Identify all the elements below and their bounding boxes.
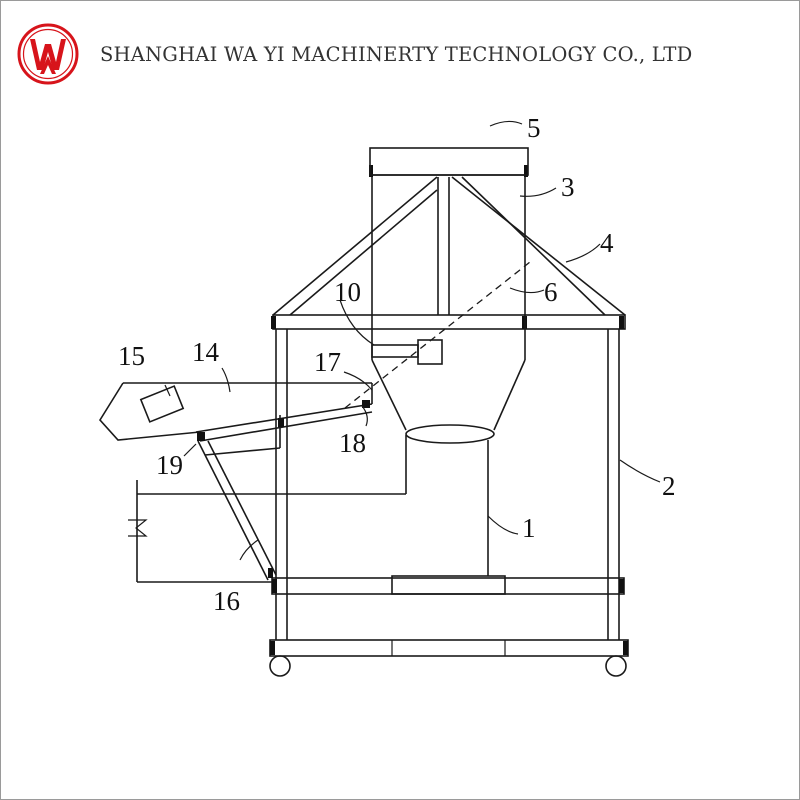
label-3: 3 [561, 172, 575, 202]
actuator [371, 339, 443, 365]
company-logo [17, 23, 79, 85]
label-5: 5 [527, 113, 541, 143]
label-15: 15 [118, 341, 145, 371]
leader-lines [164, 120, 661, 561]
sensor-box [139, 385, 185, 423]
company-header: SHANGHAI WA YI MACHINERTY TECHNOLOGY CO.… [16, 23, 776, 85]
label-10: 10 [334, 277, 361, 307]
conveyor [99, 382, 373, 581]
label-18: 18 [339, 428, 366, 458]
label-6: 6 [544, 277, 558, 307]
part-labels: 1 2 3 4 5 6 10 14 15 16 17 18 19 [118, 113, 676, 616]
label-16: 16 [213, 586, 240, 616]
brace-structure [272, 176, 626, 316]
top-cover [369, 147, 529, 176]
label-14: 14 [192, 337, 220, 367]
label-17: 17 [314, 347, 341, 377]
dashed-path [344, 261, 531, 409]
label-4: 4 [600, 228, 614, 258]
label-2: 2 [662, 471, 676, 501]
bag-support [128, 435, 506, 595]
label-1: 1 [522, 513, 536, 543]
company-name: SHANGHAI WA YI MACHINERTY TECHNOLOGY CO.… [100, 42, 693, 66]
label-19: 19 [156, 450, 183, 480]
